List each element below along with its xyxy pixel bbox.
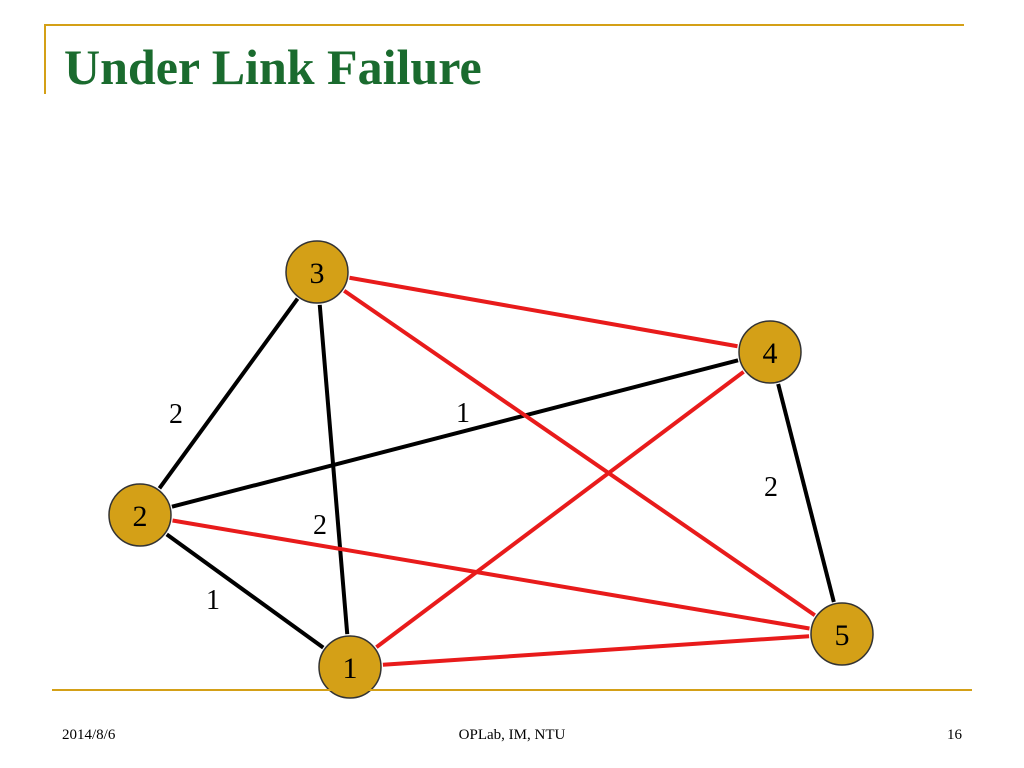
- edge-1-4-failed: [375, 370, 745, 649]
- edge-3-4-failed: [349, 275, 738, 349]
- edge-weight-label: 1: [456, 398, 470, 429]
- node-2: 2: [108, 483, 172, 547]
- edge-weight-label: 2: [313, 510, 327, 541]
- edge-weight-label: 2: [169, 399, 183, 430]
- node-circle: [285, 240, 349, 304]
- edges-layer: [157, 275, 836, 667]
- node-circle: [810, 602, 874, 666]
- node-4: 4: [738, 320, 802, 384]
- node-label: 2: [133, 500, 148, 533]
- node-label: 1: [343, 652, 358, 685]
- edge-weight-label: 1: [206, 585, 220, 616]
- node-1: 1: [318, 635, 382, 699]
- weights-layer: 2 1 2 2 1: [169, 398, 778, 616]
- frame-left-rule: [44, 24, 46, 94]
- page-number: 16: [947, 727, 962, 743]
- node-circle: [108, 483, 172, 547]
- footer-rule: [52, 689, 972, 691]
- edge-2-5-failed: [172, 518, 810, 631]
- edge-3-1: [317, 304, 350, 635]
- node-3: 3: [285, 240, 349, 304]
- node-label: 4: [763, 337, 778, 370]
- node-5: 5: [810, 602, 874, 666]
- edge-3-5-failed: [343, 289, 816, 617]
- frame-top-rule: [44, 24, 964, 26]
- edge-3-2: [157, 297, 300, 490]
- nodes-layer: 1 2 3 4 5: [108, 240, 874, 699]
- edge-1-5-failed: [382, 634, 810, 667]
- edge-4-5: [776, 383, 836, 603]
- edge-2-1: [165, 532, 325, 650]
- node-circle: [738, 320, 802, 384]
- node-label: 3: [310, 257, 325, 290]
- node-label: 5: [835, 619, 850, 652]
- edge-2-4: [171, 358, 739, 509]
- slide-title: Under Link Failure: [64, 39, 482, 95]
- edge-weight-label: 2: [764, 472, 778, 503]
- footer-org: OPLab, IM, NTU: [458, 727, 566, 743]
- footer-date: 2014/8/6: [62, 727, 116, 743]
- node-circle: [318, 635, 382, 699]
